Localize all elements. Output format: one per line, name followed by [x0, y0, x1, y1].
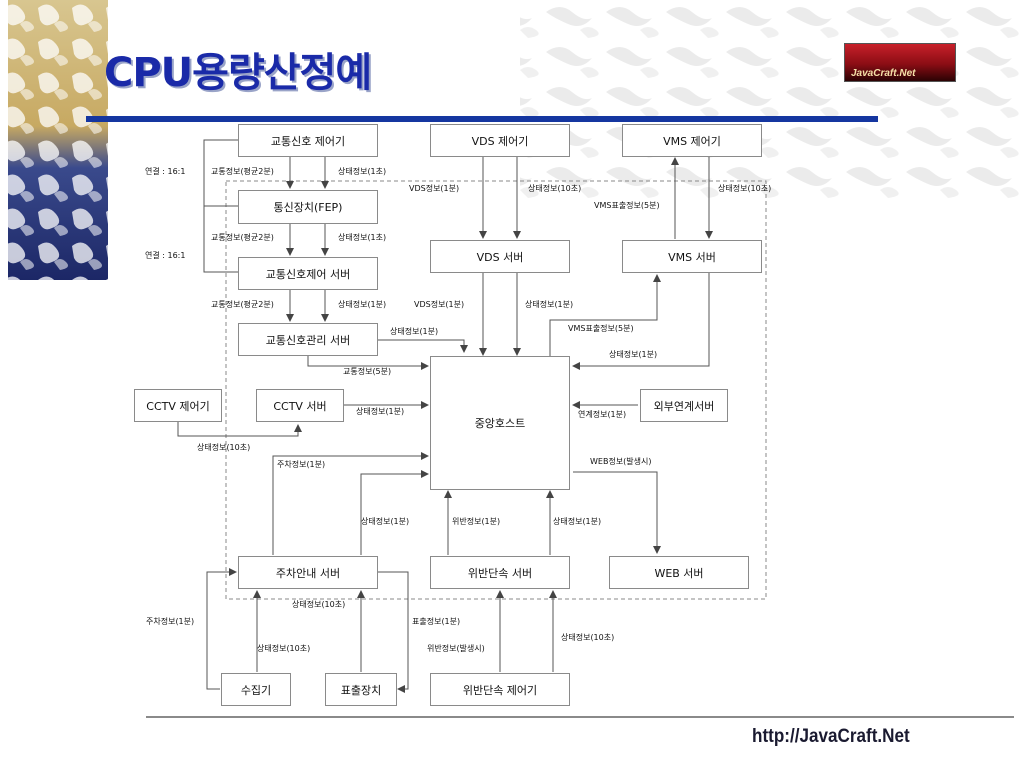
edge-label: 위반정보(발생시): [427, 644, 485, 654]
edge-label: WEB정보(발생시): [590, 457, 652, 467]
web-server-box: WEB 서버: [609, 556, 749, 589]
signal-control-server-box: 교통신호제어 서버: [238, 257, 378, 290]
cctv-server-box: CCTV 서버: [256, 389, 344, 422]
footer-url: http://JavaCraft.Net: [752, 726, 910, 748]
edge-label: 상태정보(1분): [361, 517, 409, 527]
edge-label: VMS표출정보(5분): [594, 201, 660, 211]
signal-mgmt-server-box: 교통신호관리 서버: [238, 323, 378, 356]
edge-label: 교통정보(평균2분): [211, 300, 274, 310]
edge-label: 교통정보(5분): [343, 367, 391, 377]
edge-label: VMS표출정보(5분): [568, 324, 634, 334]
footer-divider: [146, 716, 1014, 718]
edge-label: 연계정보(1분): [578, 410, 626, 420]
vds-controller-box: VDS 제어기: [430, 124, 570, 157]
edge-label: 상태정보(1분): [356, 407, 404, 417]
edge-label: 상태정보(10초): [528, 184, 581, 194]
fep-box: 통신장치(FEP): [238, 190, 378, 224]
vds-server-box: VDS 서버: [430, 240, 570, 273]
edge-label: 위반정보(1분): [452, 517, 500, 527]
cctv-controller-box: CCTV 제어기: [134, 389, 222, 422]
edge-label: 상태정보(1분): [609, 350, 657, 360]
edge-label: 교통정보(평균2분): [211, 167, 274, 177]
edge-label: 상태정보(10초): [257, 644, 310, 654]
edge-label: 표출정보(1분): [412, 617, 460, 627]
connection-label: 연결 : 16:1: [145, 167, 185, 177]
edge-label: 상태정보(10초): [197, 443, 250, 453]
connection-label: 연결 : 16:1: [145, 251, 185, 261]
central-host-box: 중앙호스트: [430, 356, 570, 490]
edge-label: VDS정보(1분): [414, 300, 464, 310]
edge-label: 상태정보(1분): [390, 327, 438, 337]
edge-label: 상태정보(10초): [561, 633, 614, 643]
edge-label: 주차정보(1분): [146, 617, 194, 627]
vms-controller-box: VMS 제어기: [622, 124, 762, 157]
violation-controller-box: 위반단속 제어기: [430, 673, 570, 706]
edge-label: VDS정보(1분): [409, 184, 459, 194]
edge-label: 상태정보(1분): [338, 300, 386, 310]
edge-label: 상태정보(10초): [718, 184, 771, 194]
edge-label: 교통정보(평균2분): [211, 233, 274, 243]
edge-label: 주차정보(1분): [277, 460, 325, 470]
edge-label: 상태정보(1초): [338, 233, 386, 243]
collector-box: 수집기: [221, 673, 291, 706]
edge-label: 상태정보(1초): [338, 167, 386, 177]
edge-label: 상태정보(10초): [292, 600, 345, 610]
violation-server-box: 위반단속 서버: [430, 556, 570, 589]
edge-label: 상태정보(1분): [525, 300, 573, 310]
vms-server-box: VMS 서버: [622, 240, 762, 273]
edge-label: 상태정보(1분): [553, 517, 601, 527]
display-device-box: 표출장치: [325, 673, 397, 706]
external-server-box: 외부연계서버: [640, 389, 728, 422]
signal-controller-box: 교통신호 제어기: [238, 124, 378, 157]
parking-server-box: 주차안내 서버: [238, 556, 378, 589]
